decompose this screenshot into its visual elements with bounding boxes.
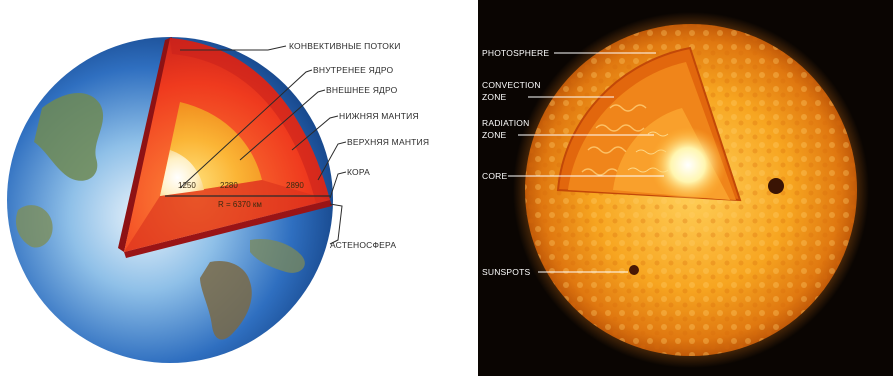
- depth-label-3: 2890: [286, 181, 304, 190]
- label-upper-mantle: ВЕРХНЯЯ МАНТИЯ: [347, 137, 429, 147]
- radius-label: R = 6370 км: [218, 200, 262, 209]
- label-outer-core: ВНЕШНЕЕ ЯДРО: [326, 85, 398, 95]
- sunspot: [629, 265, 639, 275]
- label-photosphere: PHOTOSPHERE: [482, 48, 549, 58]
- label-convective-flows: КОНВЕКТИВНЫЕ ПОТОКИ: [289, 41, 401, 51]
- label-radiation-zone-line1: RADIATION: [482, 118, 529, 128]
- label-sunspots: SUNSPOTS: [482, 267, 530, 277]
- sun-core: [650, 127, 726, 203]
- label-convection-zone-line1: CONVECTION: [482, 80, 541, 90]
- earth-structure-panel: 1250 2280 2890 R = 6370 км КОНВЕКТИВНЫЕ …: [0, 0, 468, 376]
- depth-label-1: 1250: [178, 181, 196, 190]
- earth-cutaway-diagram: 1250 2280 2890 R = 6370 км КОНВЕКТИВНЫЕ …: [0, 0, 468, 376]
- label-asthenosphere: АСТЕНОСФЕРА: [330, 240, 396, 250]
- sun-structure-panel: PHOTOSPHERE CONVECTION ZONE RADIATION ZO…: [478, 0, 893, 376]
- label-core: CORE: [482, 171, 507, 181]
- label-radiation-zone-line2: ZONE: [482, 130, 507, 140]
- depth-label-2: 2280: [220, 181, 238, 190]
- sunspot: [768, 178, 784, 194]
- label-crust: КОРА: [347, 167, 370, 177]
- label-lower-mantle: НИЖНЯЯ МАНТИЯ: [339, 111, 419, 121]
- sun-cutaway-diagram: PHOTOSPHERE CONVECTION ZONE RADIATION ZO…: [478, 0, 893, 376]
- label-convection-zone-line2: ZONE: [482, 92, 507, 102]
- label-inner-core: ВНУТРЕНЕЕ ЯДРО: [313, 65, 394, 75]
